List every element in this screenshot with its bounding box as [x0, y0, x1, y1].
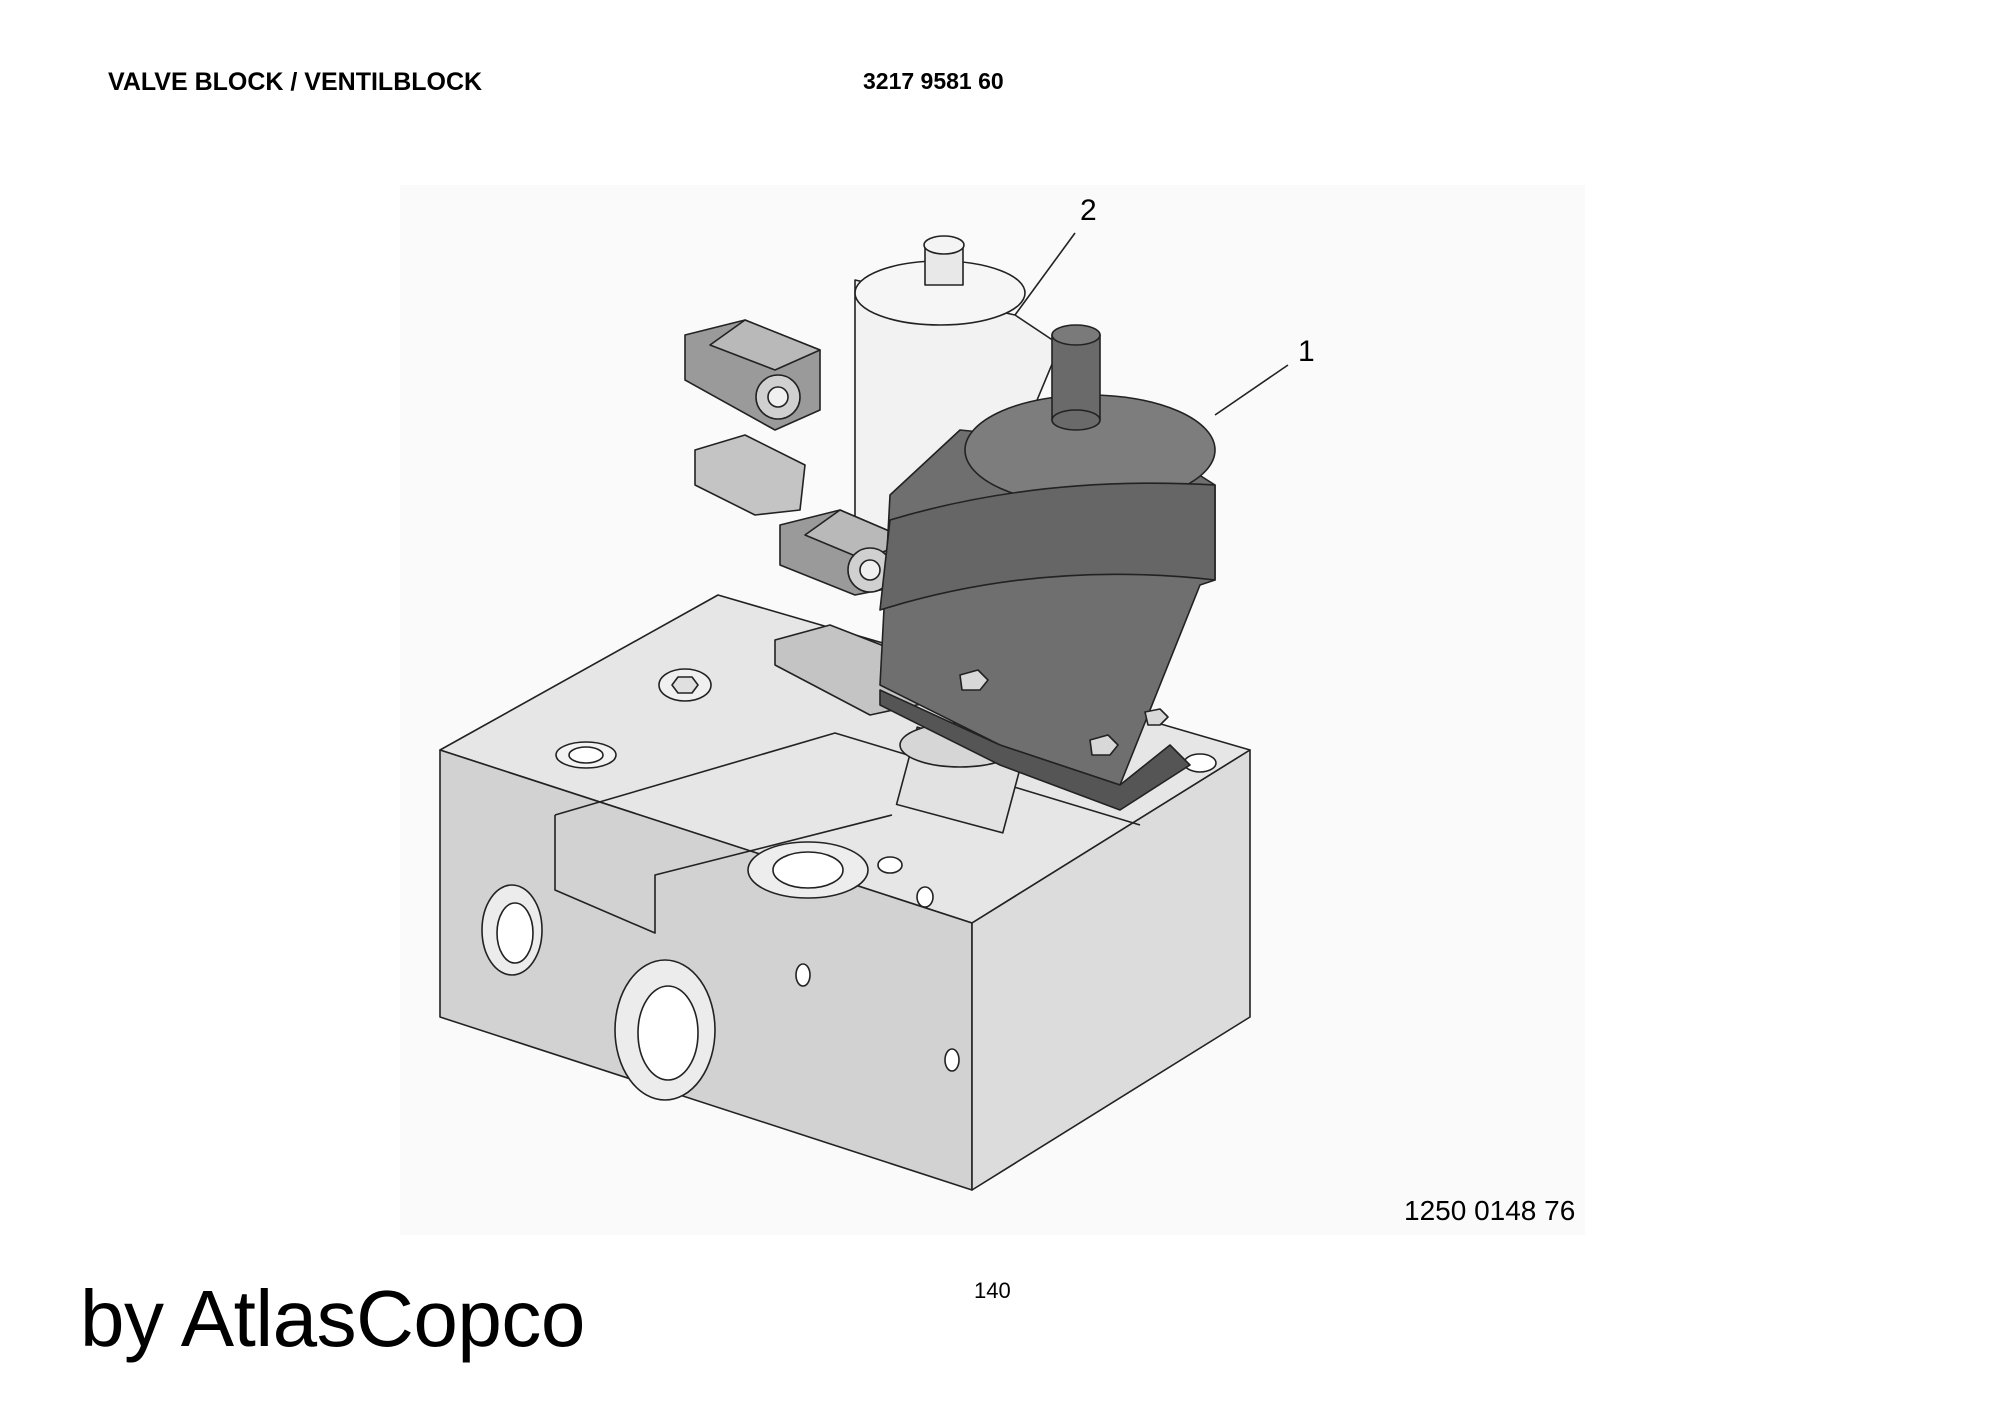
callout-2: 2 [1080, 194, 1097, 227]
brand-footer: by AtlasCopco [80, 1274, 585, 1363]
part-number: 3217 9581 60 [863, 68, 1004, 94]
callout-leader-2 [1014, 232, 1076, 316]
valve-block-illustration: 2 1 [400, 185, 1585, 1235]
callout-leader-1 [1214, 364, 1289, 416]
block-right-face [971, 749, 1251, 1191]
drawing-number: 1250 0148 76 [1404, 1195, 1576, 1226]
callout-1: 1 [1298, 335, 1315, 368]
document-title: VALVE BLOCK / VENTILBLOCK [108, 68, 483, 96]
page-number: 140 [974, 1278, 1011, 1303]
